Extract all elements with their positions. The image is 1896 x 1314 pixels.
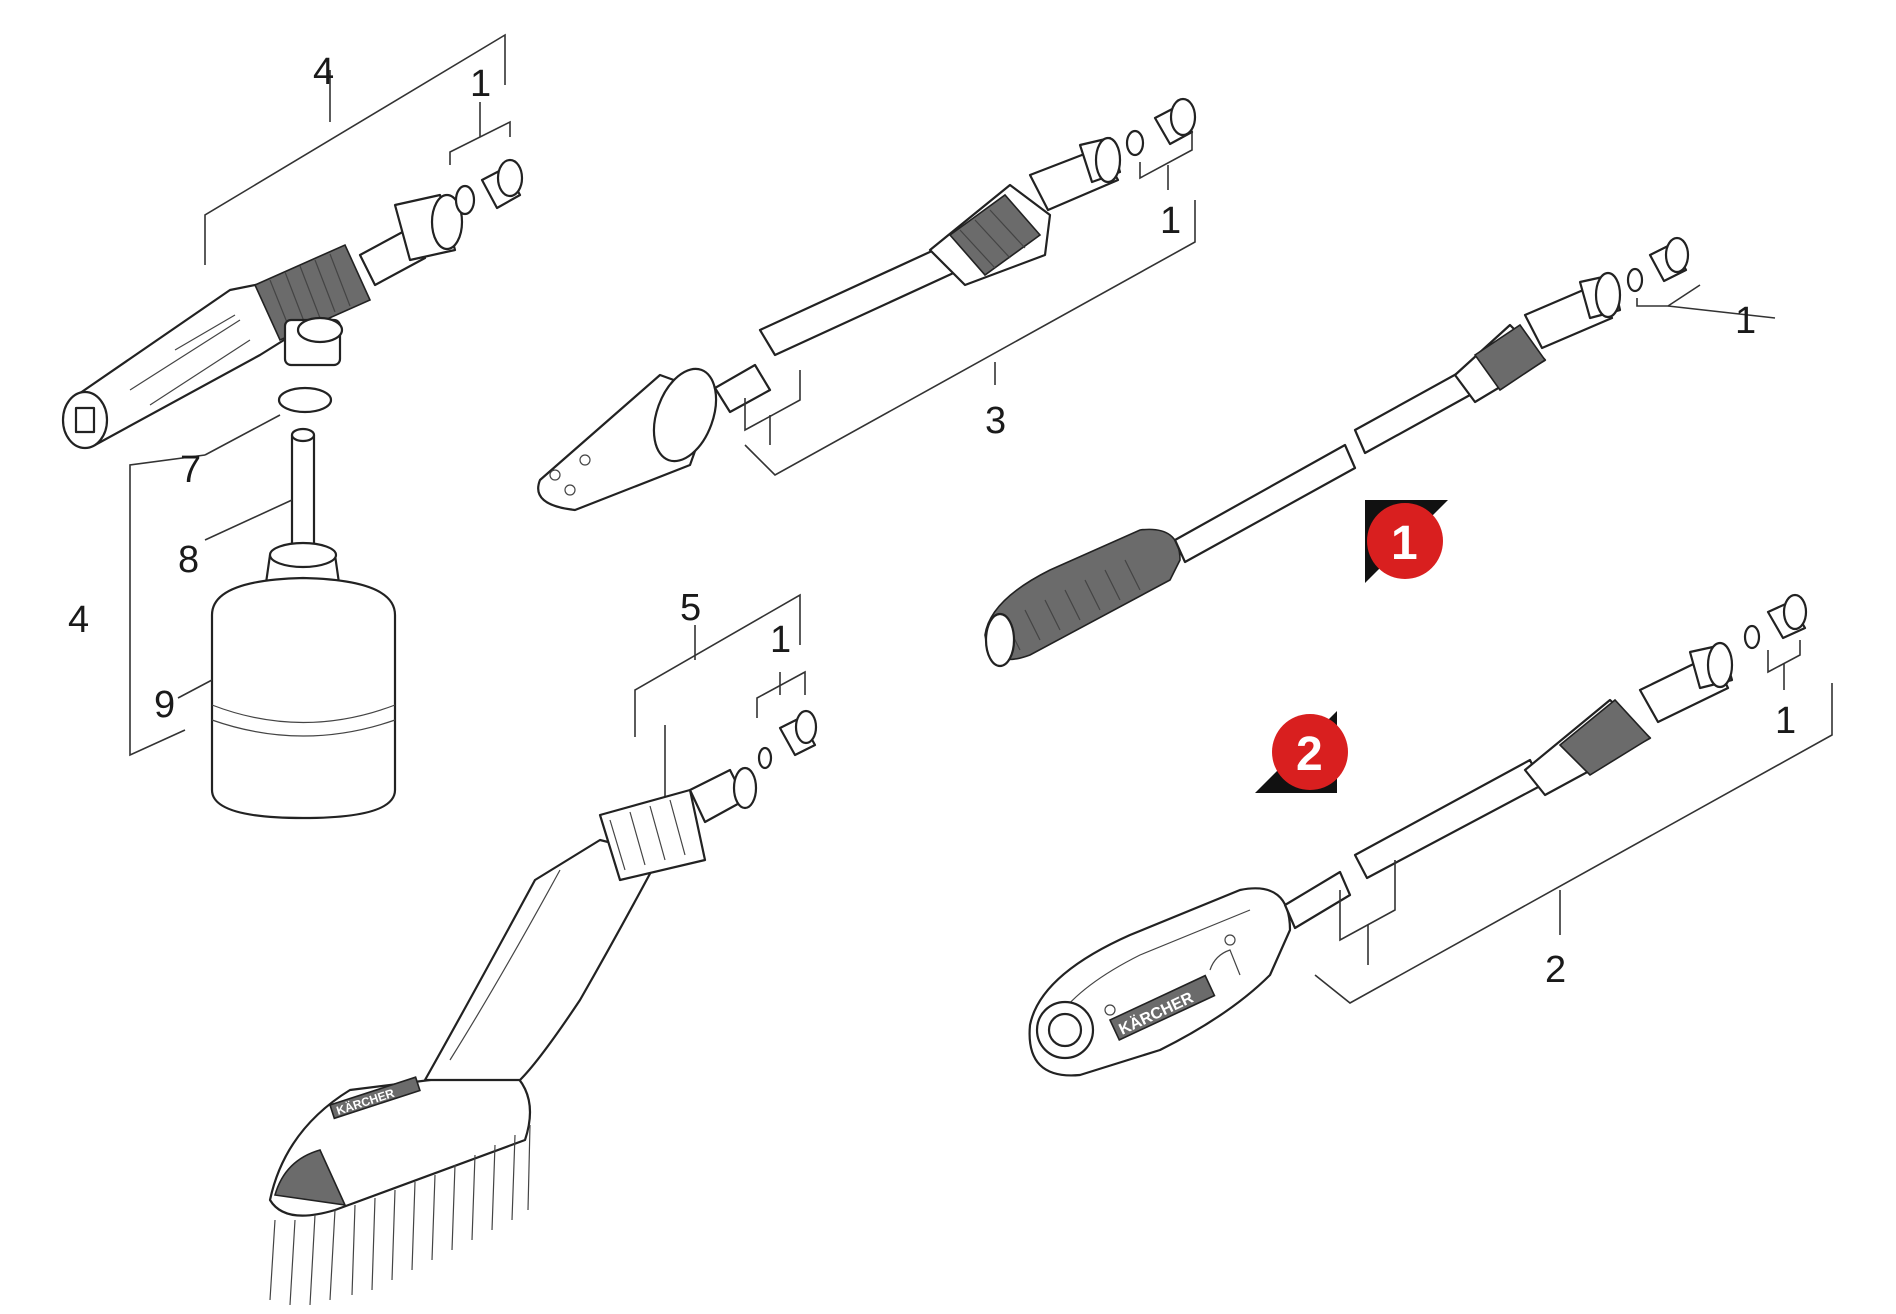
callout-wash-brush-nut: 1 [770,619,791,661]
variant-badge-1: 1 [1365,500,1448,583]
callout-foam-nozzle-nut: 1 [470,63,491,105]
callout-spray-lance-nut: 1 [1735,300,1756,342]
variant-badge-1-number: 1 [1391,517,1418,570]
callout-suction-tube: 8 [178,539,199,581]
callout-vario-lance: 2 [1545,949,1566,991]
spray-lance [984,236,1776,668]
callout-vario-lance-nut: 1 [1775,700,1796,742]
callout-foam-bottle-group: 4 [68,599,89,641]
callout-bottle: 9 [154,684,175,726]
wash-brush: KÄRCHER [268,593,818,1306]
foam-nozzle-assembly [61,33,524,450]
variant-badge-2: 2 [1255,711,1348,793]
vario-lance: KÄRCHER [1028,593,1833,1077]
dirt-blaster-lance [537,97,1197,512]
callout-foam-nozzle-group: 4 [313,51,334,93]
callout-wash-brush-group: 5 [680,587,701,629]
variant-badge-2-number: 2 [1296,728,1323,781]
foam-bottle-assembly [129,386,397,820]
callout-cap-gasket: 7 [180,449,201,491]
callout-dirt-blaster-lance: 3 [985,400,1006,442]
callout-dirt-blaster-nut: 1 [1160,200,1181,242]
